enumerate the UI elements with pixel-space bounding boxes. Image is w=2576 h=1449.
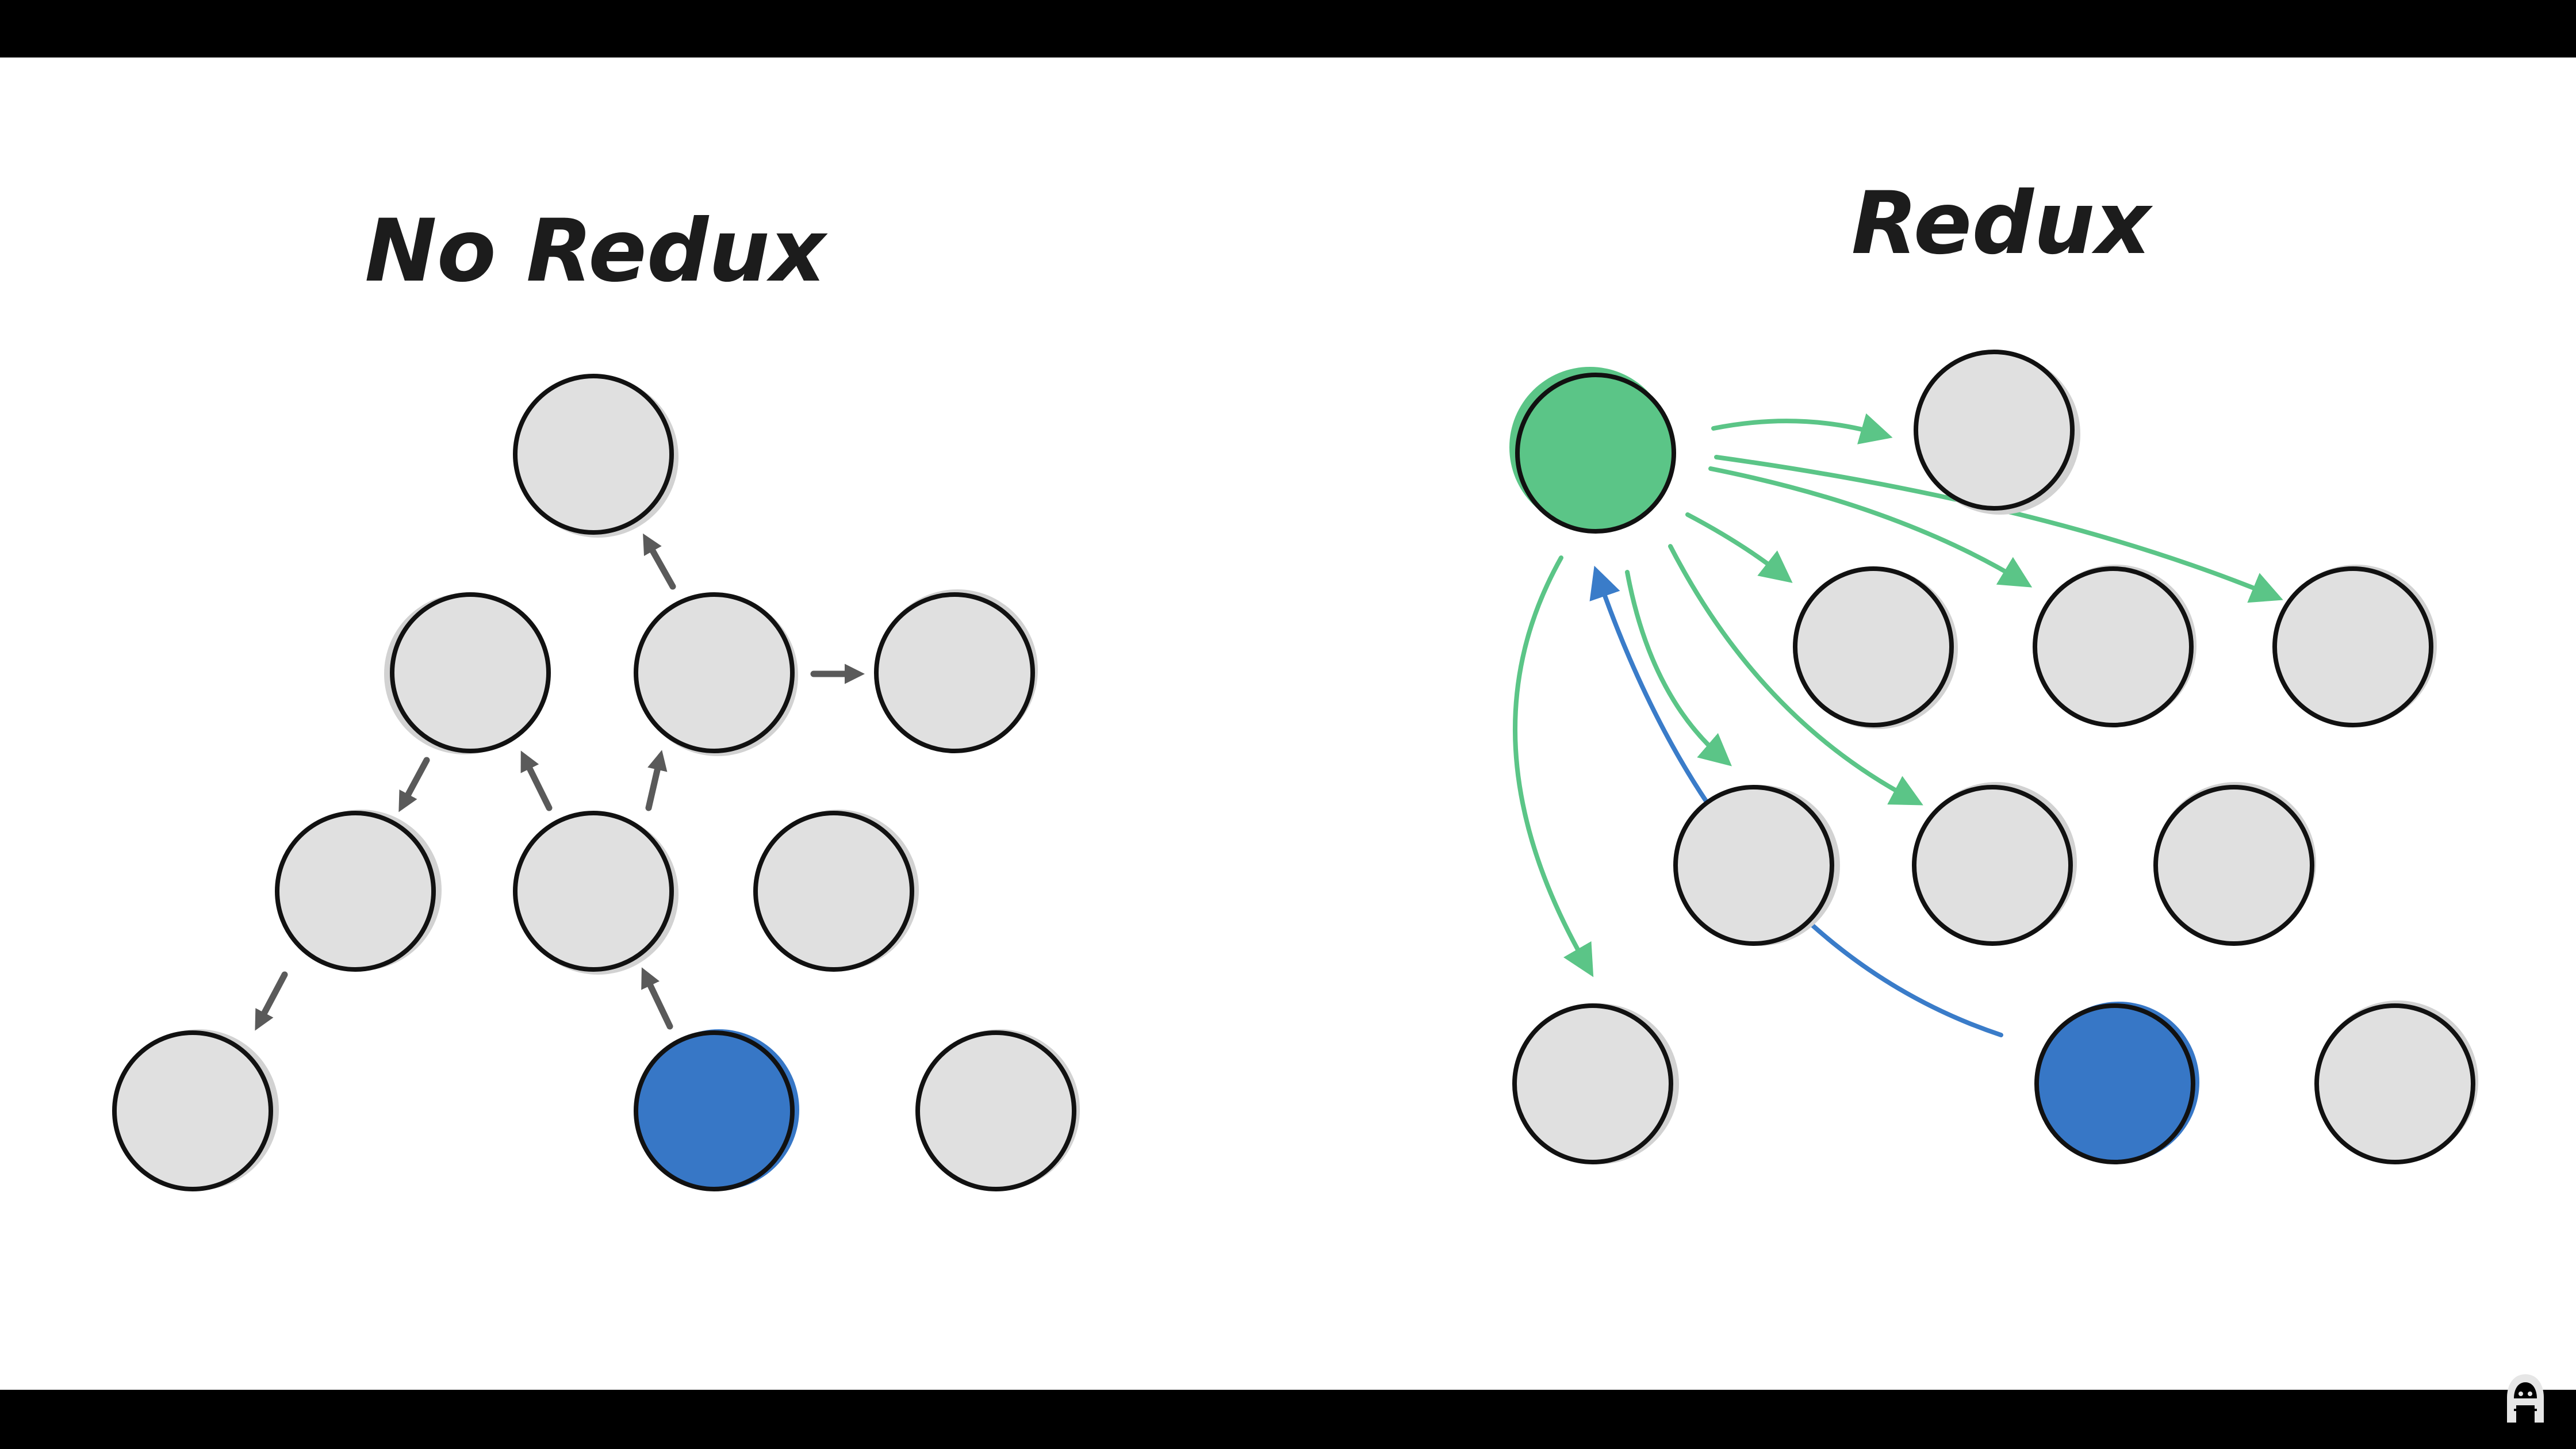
left-arrow-center-to-left — [520, 750, 553, 811]
left-arrow-center-to-mid — [645, 750, 668, 811]
node-right-row4-a — [1512, 1003, 1679, 1164]
left-arrow-to-bottom-left — [255, 971, 288, 1031]
left-arrow-mid-to-top — [643, 533, 676, 590]
hooded-figure-icon — [2507, 1374, 2544, 1423]
node-left-row3-b — [513, 811, 678, 975]
node-right-row2-c — [2272, 565, 2437, 727]
right-panel-nodes — [1509, 350, 2478, 1164]
left-arrow-blue-to-center — [641, 967, 673, 1030]
node-right-row3-b — [1912, 782, 2077, 946]
store-arrow-4 — [1714, 455, 2283, 603]
left-panel-nodes — [112, 374, 1080, 1191]
store-arrow-3 — [1708, 466, 2033, 588]
left-arrow-left-to-down — [398, 757, 430, 812]
node-left-row2-b — [634, 592, 798, 756]
node-right-top — [1914, 350, 2080, 515]
node-right-row4-c — [2314, 1000, 2478, 1164]
left-panel-title: No Redux — [365, 201, 828, 301]
store-arrow-7 — [1513, 555, 1594, 977]
node-left-row2-c — [874, 589, 1038, 753]
node-left-row3-c — [753, 810, 919, 972]
left-panel-arrows — [255, 533, 865, 1031]
right-panel-store-arrows — [1513, 413, 2283, 977]
store-arrow-6 — [1668, 544, 1923, 806]
node-right-row2-a — [1793, 566, 1958, 729]
node-right-row2-b — [2033, 565, 2196, 727]
node-left-row4-c — [915, 1029, 1080, 1191]
node-left-row4-source — [634, 1029, 799, 1191]
node-left-row4-a — [112, 1029, 279, 1191]
node-right-row3-c — [2153, 782, 2316, 946]
node-right-row3-a — [1673, 785, 1840, 946]
right-panel-title: Redux — [1851, 174, 2153, 274]
node-left-top — [513, 374, 678, 538]
node-right-row4-source — [2034, 1002, 2199, 1164]
node-right-store — [1509, 367, 1676, 534]
store-arrow-2 — [1685, 512, 1793, 583]
store-arrow-1 — [1711, 413, 1893, 444]
store-arrow-5 — [1625, 570, 1732, 766]
node-left-row2-a — [384, 592, 551, 754]
node-left-row3-a — [275, 810, 442, 972]
